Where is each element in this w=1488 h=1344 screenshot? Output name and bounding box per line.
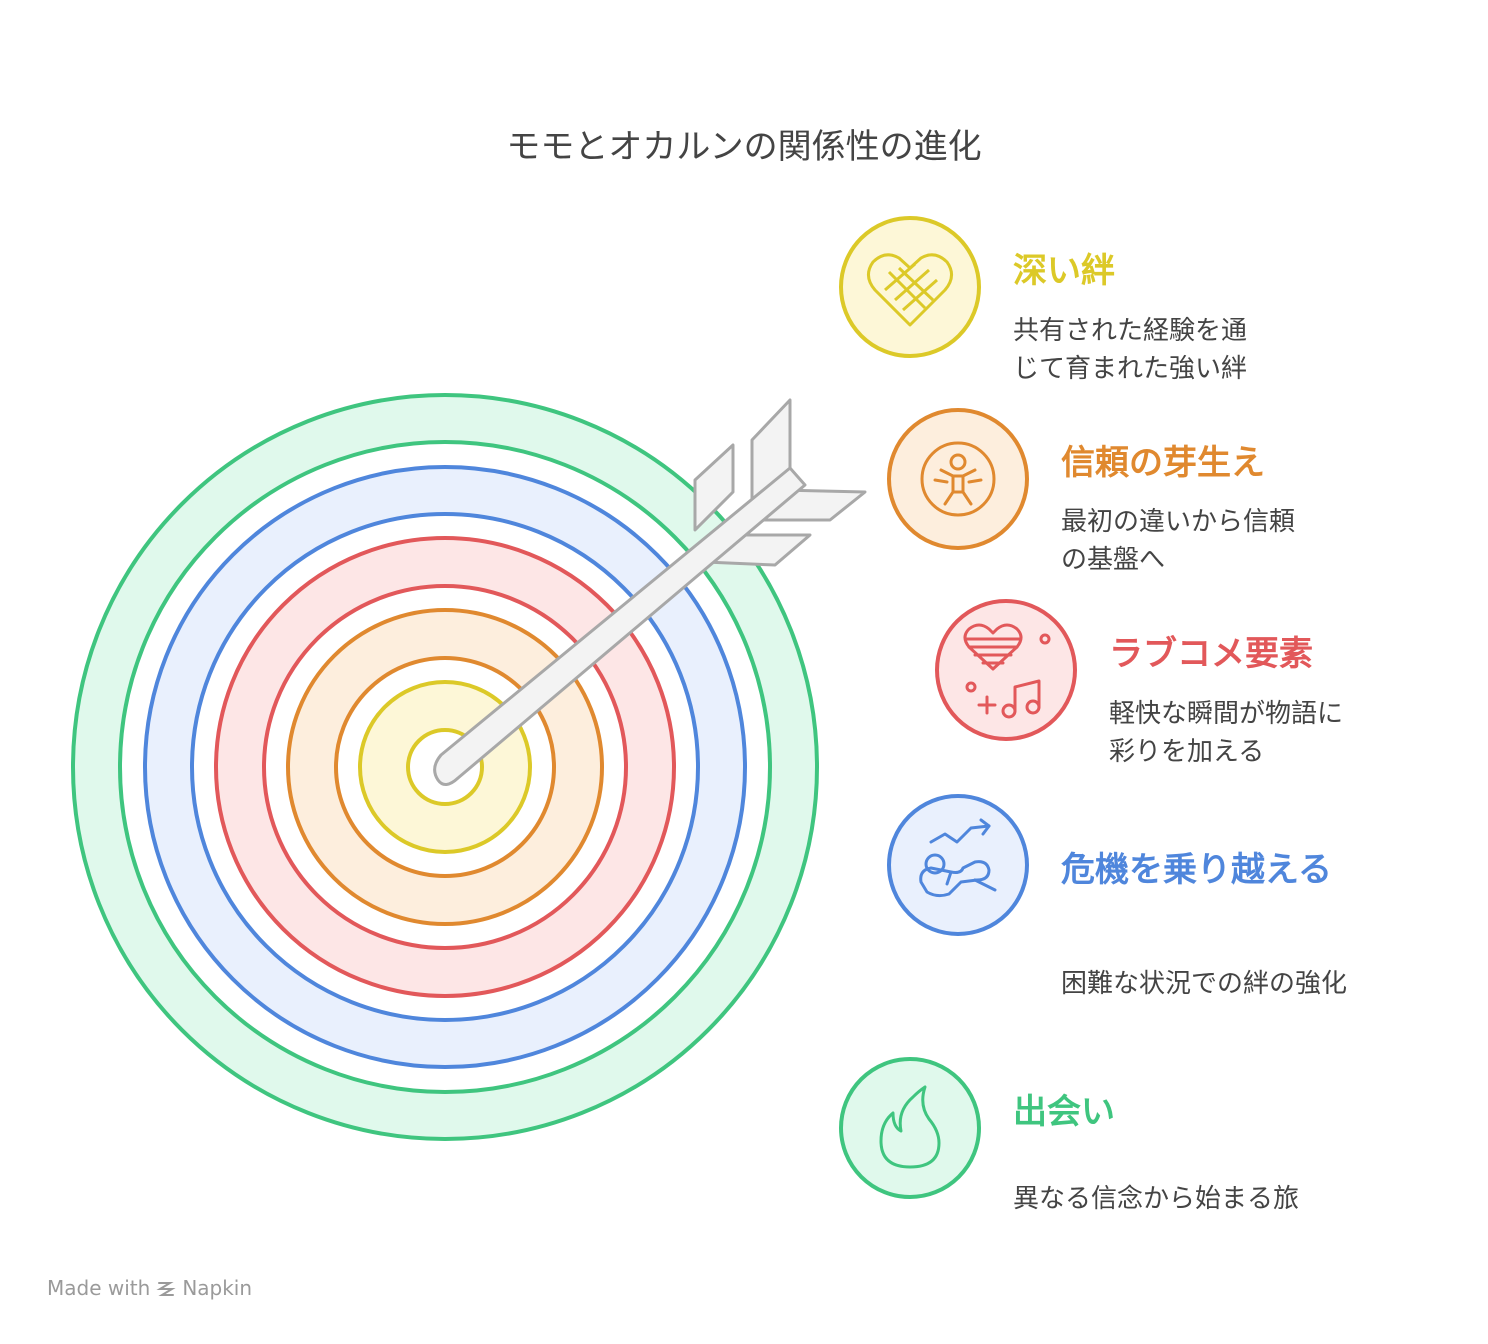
person-badge-icon xyxy=(887,408,1029,550)
item-description: 軽快な瞬間が物語に 彩りを加える xyxy=(1109,695,1343,771)
item-description: 最初の違いから信頼 の基盤へ xyxy=(1061,503,1295,579)
page-title: モモとオカルンの関係性の進化 xyxy=(506,126,982,167)
item-description: 異なる信念から始まる旅 xyxy=(1013,1180,1299,1218)
desc-line: じて育まれた強い絆 xyxy=(1013,354,1248,384)
item-title: 信頼の芽生え xyxy=(1061,443,1265,483)
desc-line: 異なる信念から始まる旅 xyxy=(1013,1184,1300,1214)
desc-line: の基盤へ xyxy=(1061,545,1166,575)
item-description: 困難な状況での絆の強化 xyxy=(1061,965,1347,1003)
arrow-shaft xyxy=(433,466,807,786)
item-title: 深い絆 xyxy=(1013,251,1115,291)
item-title: 出会い xyxy=(1013,1092,1115,1132)
footer-watermark: Made with Napkin xyxy=(47,1276,252,1300)
desc-line: 最初の違いから信頼 xyxy=(1061,507,1296,537)
heart-music-icon xyxy=(935,599,1077,741)
desc-line: 彩りを加える xyxy=(1109,737,1265,767)
item-description: 共有された経験を通 じて育まれた強い絆 xyxy=(1013,312,1247,388)
flame-icon xyxy=(839,1057,981,1199)
arrow xyxy=(433,398,867,786)
footer-text: Made with xyxy=(47,1276,151,1300)
napkin-logo-icon xyxy=(156,1282,176,1296)
overcome-crisis-icon xyxy=(887,794,1029,936)
heart-knot-icon xyxy=(839,216,981,358)
item-title: 危機を乗り越える xyxy=(1061,850,1332,890)
footer-brand: Napkin xyxy=(182,1276,253,1300)
desc-line: 困難な状況での絆の強化 xyxy=(1061,969,1348,999)
desc-line: 共有された経験を通 xyxy=(1013,316,1248,346)
arrow-feather xyxy=(693,443,735,532)
desc-line: 軽快な瞬間が物語に xyxy=(1109,699,1344,729)
item-title: ラブコメ要素 xyxy=(1109,634,1313,674)
